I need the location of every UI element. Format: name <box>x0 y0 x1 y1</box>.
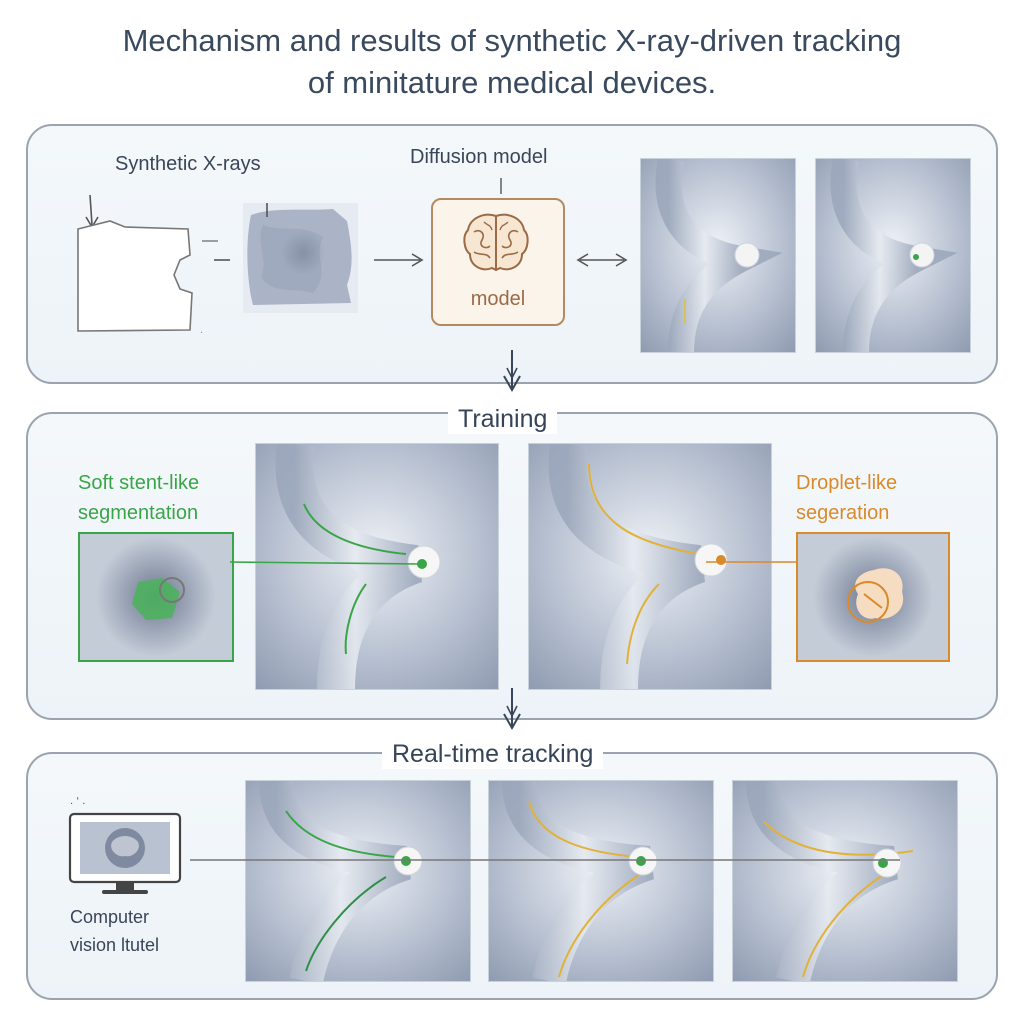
training-connectors <box>229 561 798 565</box>
diffusion-connector <box>500 178 502 194</box>
tracking-xray-1 <box>245 780 471 982</box>
soft-stent-line-1: Soft stent-like <box>78 472 200 494</box>
training-stage-label: Training <box>448 405 558 434</box>
panel1-arrows <box>214 253 628 267</box>
droplet-line-1: Droplet-like <box>796 472 898 494</box>
synthetic-xray-texture <box>243 203 358 313</box>
blank-mask-shape: . <box>77 194 218 336</box>
generated-xray-1 <box>640 158 796 353</box>
brain-icon <box>463 213 529 272</box>
tracking-xray-3 <box>732 780 958 982</box>
svg-text:. ' .: . ' . <box>70 796 85 807</box>
computer-vision-label: Computer vision ltutel <box>70 903 159 959</box>
soft-stent-label: Soft stent-like segmentation <box>78 468 199 528</box>
soft-stent-line-2: segmentation <box>78 502 199 524</box>
droplet-line-2: segeration <box>796 502 890 524</box>
down-arrow-1 <box>503 350 521 392</box>
tracking-stage-label: Real-time tracking <box>382 740 604 769</box>
down-arrow-2 <box>503 688 521 730</box>
droplet-label: Droplet-like segeration <box>796 468 897 528</box>
diffusion-model-label: Diffusion model <box>410 146 548 168</box>
tracking-xray-2 <box>488 780 714 982</box>
model-box-label: model <box>470 288 526 310</box>
droplet-crop <box>796 532 950 662</box>
training-xray-orange <box>528 443 772 690</box>
computer-monitor-icon: . ' . <box>68 796 182 894</box>
generated-xray-2 <box>815 158 971 353</box>
synthetic-xrays-label: Synthetic X-rays <box>115 153 261 175</box>
soft-stent-crop <box>78 532 234 662</box>
tracking-connector-line <box>190 859 900 861</box>
computer-vision-line-1: Computer <box>70 907 150 927</box>
figure-title: Mechanism and results of synthetic X-ray… <box>0 20 1024 104</box>
computer-vision-line-2: vision ltutel <box>70 935 160 955</box>
title-line-1: Mechanism and results of synthetic X-ray… <box>122 23 902 58</box>
title-line-2: of minitature medical devices. <box>307 65 717 100</box>
svg-text:.: . <box>200 325 203 336</box>
